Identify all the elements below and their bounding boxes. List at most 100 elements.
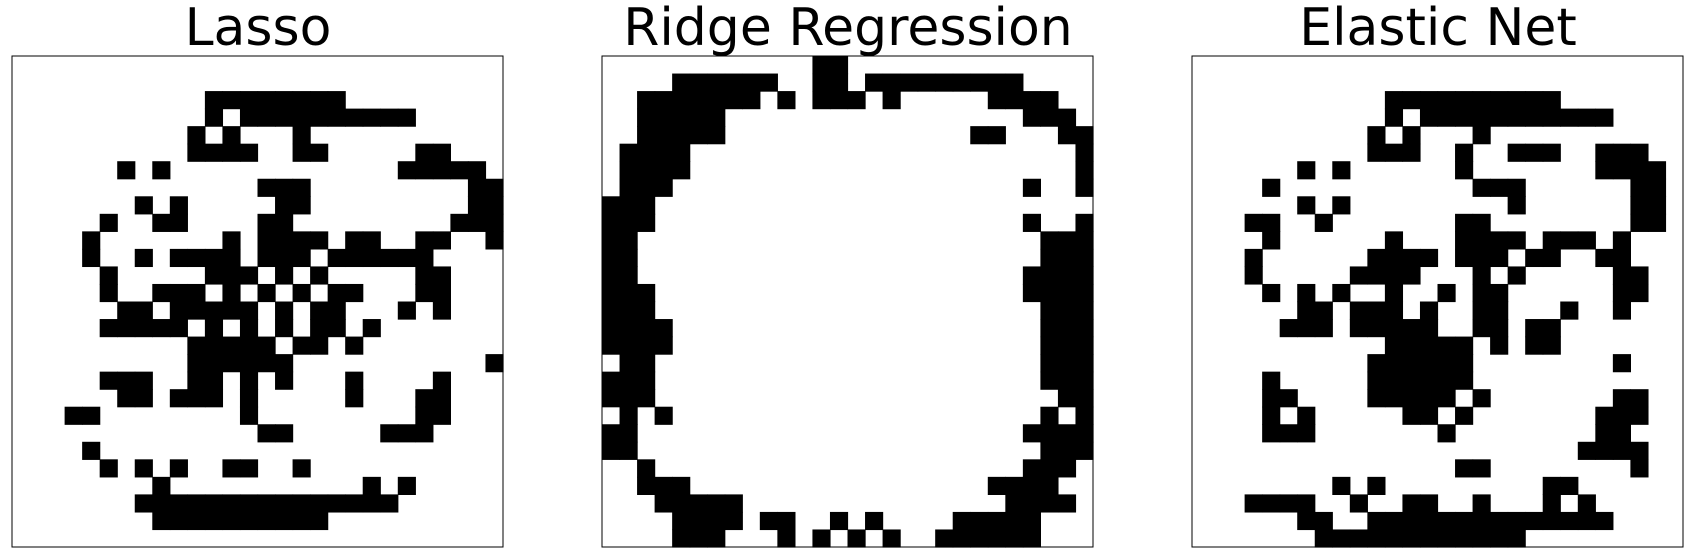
heatmap-cell — [1402, 354, 1421, 373]
heatmap-cell — [1472, 283, 1491, 303]
heatmap-cell — [1490, 231, 1509, 250]
heatmap-cell — [637, 354, 656, 373]
heatmap-cell — [1630, 459, 1649, 478]
heatmap-cell — [1455, 354, 1474, 373]
heatmap-cell — [882, 73, 901, 92]
heatmap-cell — [935, 529, 954, 548]
heatmap-cell — [900, 73, 919, 92]
heatmap-cell — [345, 248, 364, 268]
heatmap-cell — [1437, 389, 1456, 408]
heatmap-cell — [1490, 301, 1509, 320]
heatmap-cell — [619, 266, 638, 285]
heatmap-cell — [222, 511, 241, 531]
heatmap-cell — [1040, 371, 1059, 390]
heatmap-cell — [619, 178, 638, 197]
heatmap-cell — [1542, 319, 1561, 338]
heatmap-cell — [1472, 231, 1491, 250]
heatmap-cell — [432, 283, 451, 303]
heatmap-cell — [362, 248, 381, 268]
heatmap-cell — [239, 406, 259, 425]
heatmap-cell — [812, 56, 831, 75]
heatmap-cell — [1297, 424, 1316, 443]
heatmap-cell — [204, 248, 224, 268]
heatmap-cell — [187, 126, 206, 145]
heatmap-cell — [1367, 511, 1386, 531]
heatmap-cell — [432, 371, 451, 390]
heatmap-cell — [672, 494, 691, 513]
heatmap-cell — [987, 476, 1006, 495]
heatmap-cell — [204, 354, 224, 373]
heatmap-cell — [1075, 126, 1094, 145]
heatmap-cell — [204, 108, 224, 127]
heatmap-cell — [257, 511, 276, 531]
heatmap-cell — [1490, 91, 1509, 110]
heatmap-cell — [204, 143, 224, 162]
heatmap-cell — [1630, 389, 1649, 408]
heatmap-cell — [99, 283, 118, 303]
heatmap-cell — [1577, 441, 1596, 460]
heatmap-cell — [1075, 161, 1094, 180]
heatmap-cell — [987, 511, 1006, 531]
heatmap-cell — [432, 161, 451, 180]
heatmap-cell — [1419, 389, 1439, 408]
heatmap-cell — [222, 494, 241, 513]
heatmap-cell — [169, 494, 188, 513]
heatmap-cell — [1332, 476, 1351, 495]
heatmap-cell — [1507, 178, 1526, 197]
heatmap-cell — [952, 511, 971, 531]
heatmap-cell — [1419, 529, 1439, 548]
heatmap-cell — [1075, 143, 1094, 162]
heatmap-cell — [1402, 371, 1421, 390]
heatmap-cell — [152, 476, 171, 495]
heatmap-cell — [689, 494, 708, 513]
heatmap-cell — [1455, 459, 1474, 478]
heatmap-cell — [204, 511, 224, 531]
heatmap-cell — [1367, 319, 1386, 338]
heatmap-cell — [637, 213, 656, 232]
heatmap-cell — [1384, 248, 1404, 268]
heatmap-cell — [1057, 248, 1077, 268]
heatmap-cell — [970, 511, 989, 531]
heatmap-cell — [1595, 511, 1614, 531]
heatmap-cell — [222, 459, 241, 478]
heatmap-cell — [1419, 108, 1439, 127]
heatmap-cell — [1472, 213, 1491, 232]
heatmap-cell — [1419, 336, 1439, 355]
heatmap-cell — [415, 406, 434, 425]
heatmap-cell — [187, 511, 206, 531]
heatmap-cell — [1367, 389, 1386, 408]
heatmap-cell — [1455, 406, 1474, 425]
heatmap-cell — [1022, 283, 1041, 303]
heatmap-cell — [380, 248, 399, 268]
heatmap-cell — [689, 91, 708, 110]
heatmap-cell — [380, 108, 399, 127]
heatmap-cell — [1314, 213, 1333, 232]
heatmap-cell — [310, 143, 329, 162]
heatmap-cell — [1244, 213, 1263, 232]
heatmap-cell — [239, 459, 259, 478]
heatmap-cell — [82, 231, 101, 250]
heatmap-cell — [672, 476, 691, 495]
heatmap-cell — [1455, 511, 1474, 531]
heatmap-cell — [275, 319, 294, 338]
heatmap-cell — [134, 301, 153, 320]
heatmap-cell — [1384, 371, 1404, 390]
heatmap-cell — [275, 354, 294, 373]
heatmap-cell — [619, 231, 638, 250]
heatmap-cell — [1437, 424, 1456, 443]
heatmap-cell — [1595, 161, 1614, 180]
heatmap-cell — [619, 301, 638, 320]
heatmap-cell — [169, 511, 188, 531]
heatmap-cell — [467, 196, 487, 215]
heatmap-cell — [1040, 248, 1059, 268]
heatmap-cell — [134, 196, 153, 215]
heatmap-cell — [829, 56, 849, 75]
heatmap-cell — [1022, 424, 1041, 443]
heatmap-cell — [1560, 476, 1579, 495]
heatmap-cell — [1022, 459, 1041, 478]
heatmap-cell — [292, 248, 311, 268]
heatmap-cell — [117, 161, 136, 180]
heatmap-cell — [1419, 511, 1439, 531]
heatmap-cell — [362, 231, 381, 250]
heatmap-cell — [1402, 336, 1421, 355]
